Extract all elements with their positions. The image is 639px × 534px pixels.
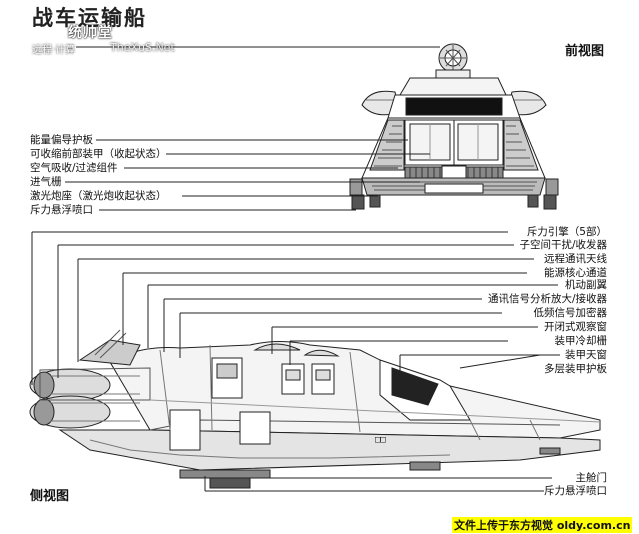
diagram-title: 战车运输船	[32, 6, 147, 30]
svg-text:□□: □□	[375, 435, 386, 445]
side-callout-lowfreq-encryptor: 低频信号加密器	[533, 307, 608, 319]
side-callout-viewport: 开闭式观察窗	[544, 321, 607, 333]
side-callout-subspace-transceiver: 子空间干扰/收发器	[519, 239, 607, 251]
side-callout-layered-armor: 多层装甲护板	[544, 363, 607, 375]
side-view-leaders	[31, 231, 560, 492]
front-view-leaders	[65, 46, 440, 211]
front-callout-repulsor-vent: 斥力悬浮喷口	[30, 204, 93, 216]
side-callout-armored-skylight: 装甲天窗	[565, 349, 607, 361]
front-callout-laser-mount: 激光炮座（激光炮收起状态）	[30, 190, 167, 202]
side-callout-armor-cooling: 装甲冷却栅	[554, 335, 608, 347]
side-callout-repulsor-vent: 斥力悬浮喷口	[544, 485, 607, 497]
watermark-url: TheXuS.Net	[110, 41, 175, 54]
front-callout-air-filter: 空气吸收/过滤组件	[30, 162, 118, 174]
watermark-logo: 统帅堂	[68, 25, 113, 41]
front-view-vehicle	[349, 43, 559, 210]
side-view-vehicle: □□	[29, 329, 601, 489]
side-callout-long-range-antenna: 远程通讯天线	[544, 253, 607, 265]
side-callout-main-hatch: 主舱门	[575, 472, 608, 484]
footer-source-note: 文件上传于东方视觉 oldy.com.cn	[452, 517, 633, 533]
front-view-label: 前视图	[565, 44, 605, 59]
side-callout-maneuver-flaps: 机动副翼	[565, 279, 607, 291]
watermark-subtext: 远程·计算	[32, 45, 76, 56]
front-callout-intake-grille: 进气栅	[30, 176, 62, 188]
side-callout-signal-amplifier: 通讯信号分析放大/接收器	[487, 293, 607, 305]
side-callout-power-core-access: 能源核心通道	[544, 267, 607, 279]
side-callout-repulsor-engines: 斥力引擎（5部）	[526, 226, 607, 238]
front-callout-deflector: 能量偏导护板	[30, 134, 93, 146]
front-callout-retractable-armor: 可收缩前部装甲（收起状态）	[30, 148, 167, 160]
side-view-label: 侧视图	[30, 489, 70, 504]
